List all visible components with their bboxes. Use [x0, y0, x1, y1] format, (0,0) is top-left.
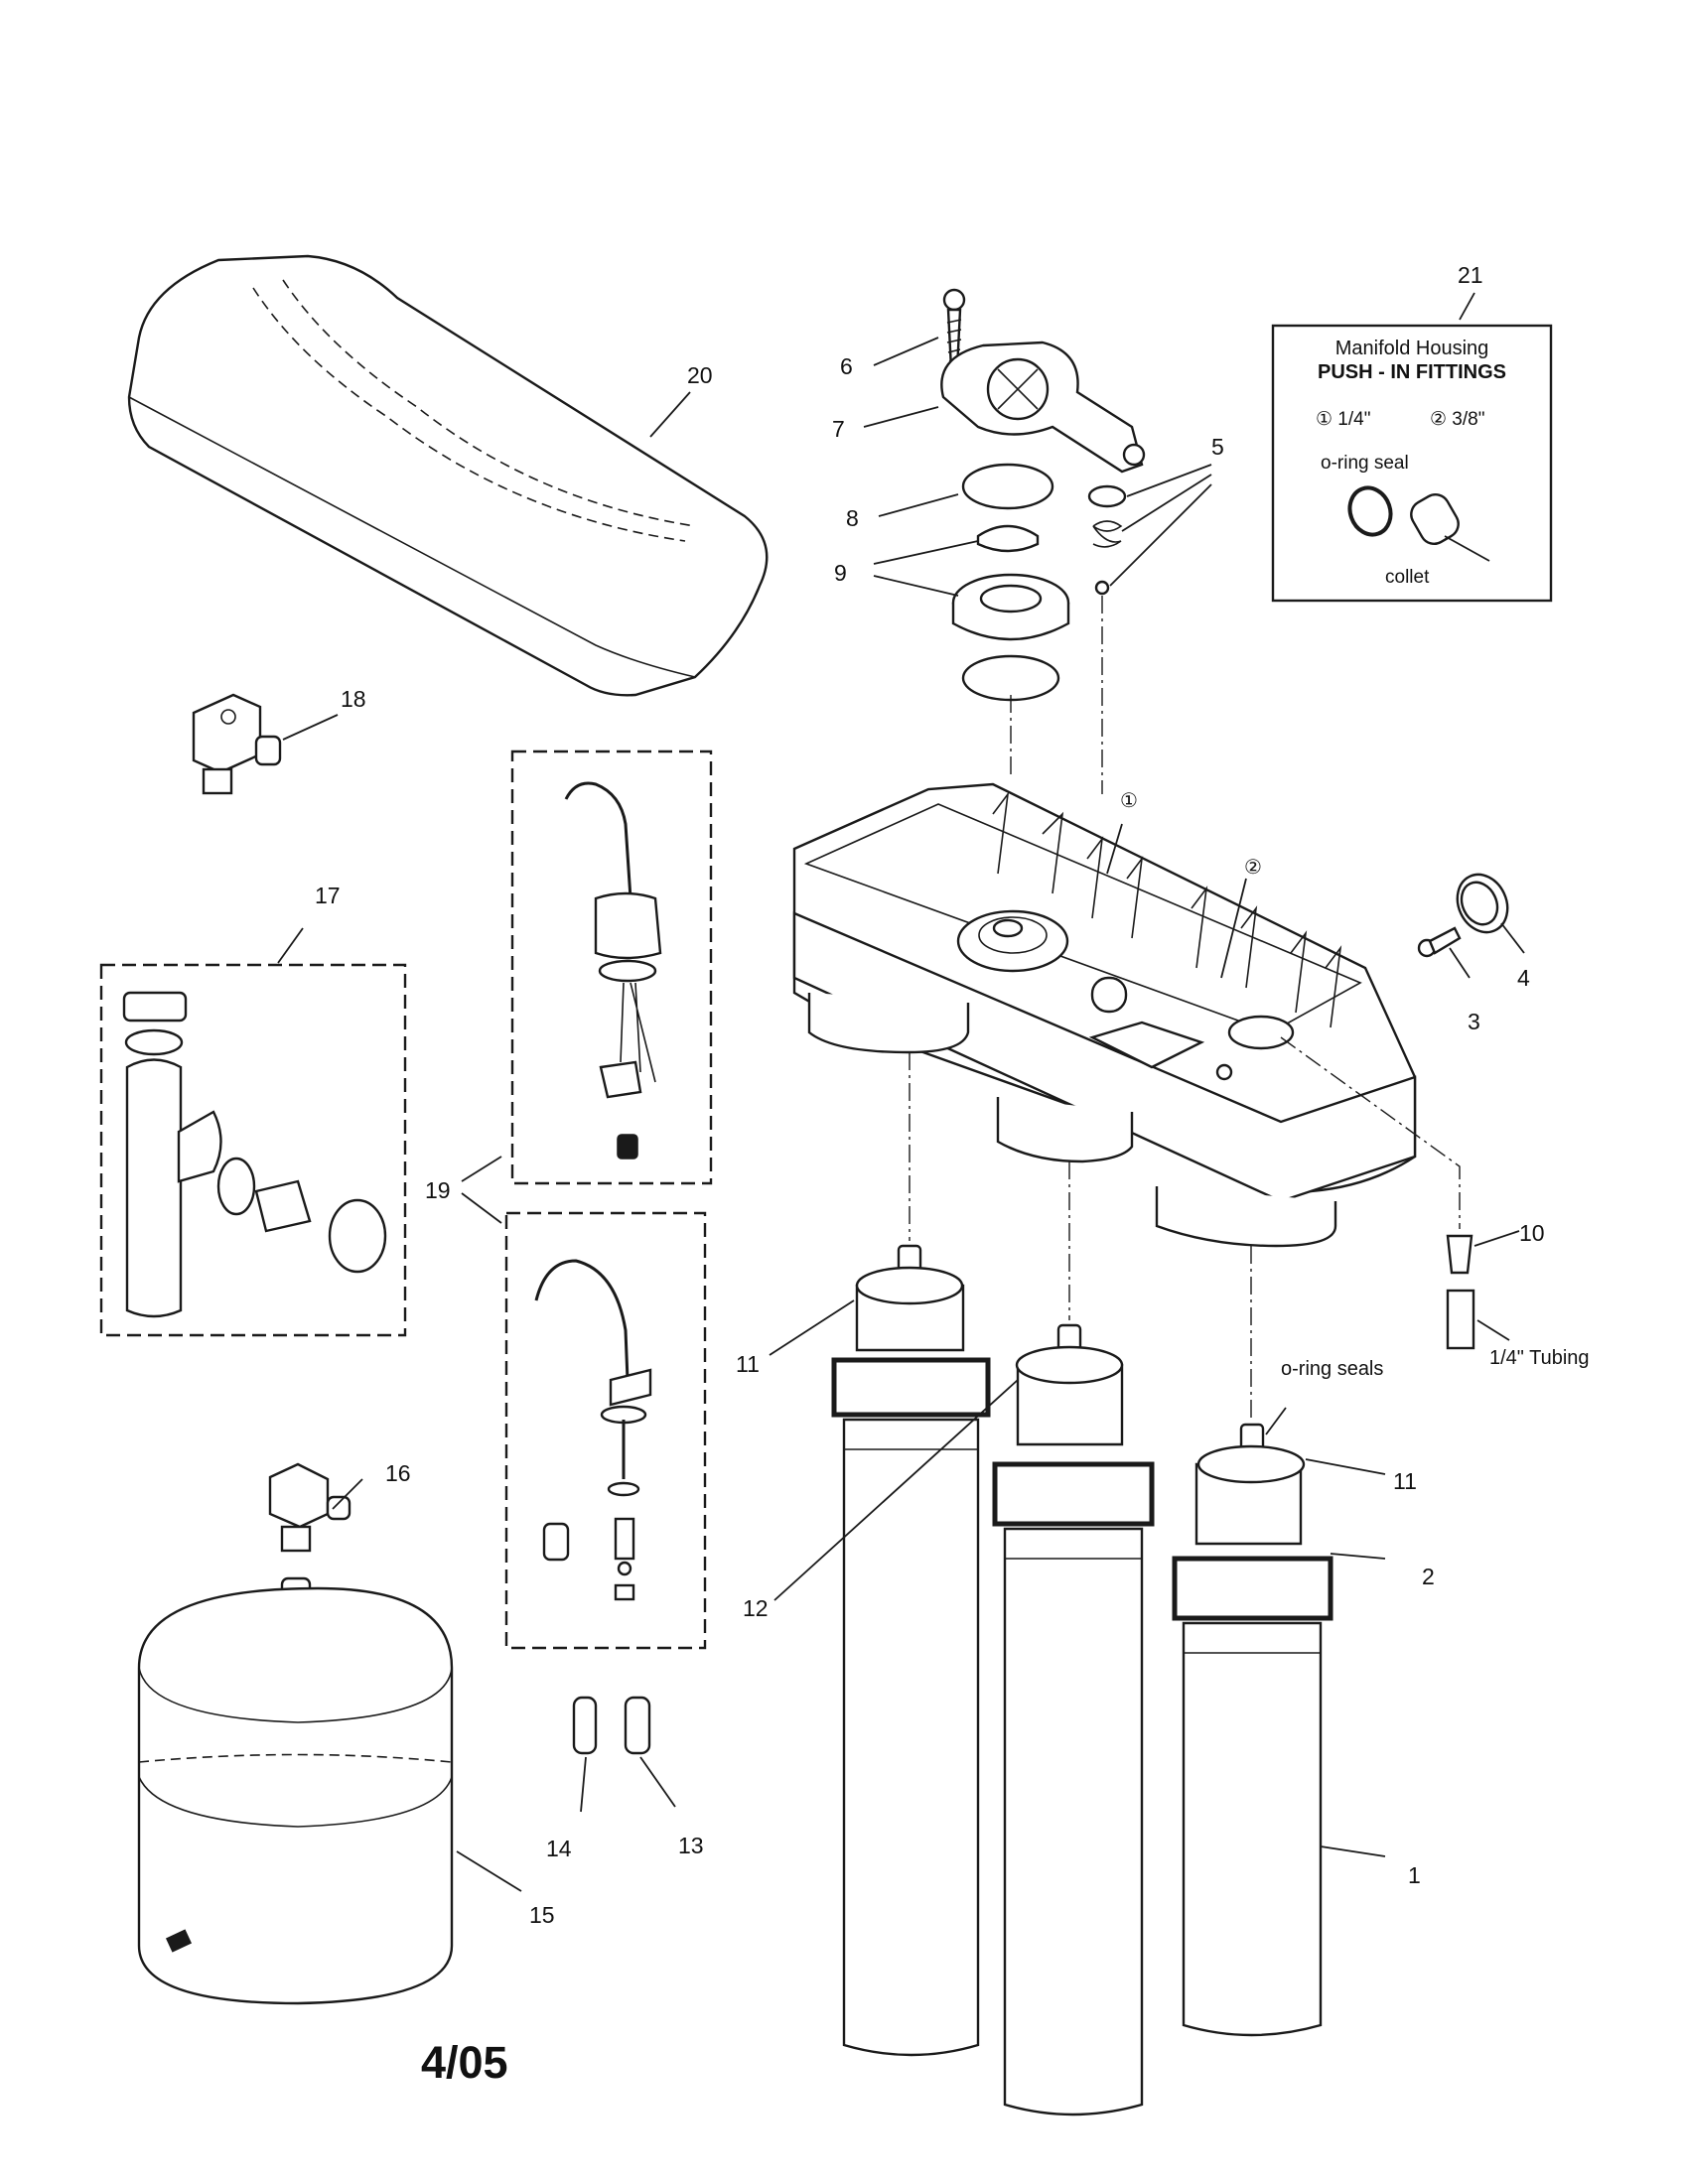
callout-11-right: 11: [1393, 1468, 1417, 1494]
fitting-part-13: [624, 1696, 651, 1755]
callout-19: 19: [425, 1177, 451, 1203]
cap-part-4: [1456, 873, 1509, 934]
collet-part-10: [1280, 1036, 1474, 1275]
marker-2: ②: [1244, 857, 1262, 879]
filter-cartridge-left: [831, 1244, 991, 2057]
callout-20: 20: [687, 362, 713, 388]
callout-6: 6: [840, 353, 853, 379]
leader-lines: [277, 292, 1525, 1892]
oring-seal-label: o-ring seal: [1321, 453, 1409, 474]
manifold-housing: [792, 782, 1417, 1248]
manifold-info-box: [1271, 324, 1553, 603]
manifold-box-title: Manifold Housing: [1335, 338, 1489, 359]
filter-cartridge-right: [1172, 1423, 1333, 2037]
callout-4: 4: [1517, 965, 1530, 991]
callout-12: 12: [743, 1595, 769, 1621]
callout-15: 15: [529, 1902, 555, 1928]
callout-11-left: 11: [736, 1351, 760, 1377]
valve-part-18: [192, 693, 282, 795]
manifold-box-text: Manifold Housing PUSH - IN FITTINGS ① 1/…: [1316, 338, 1506, 588]
callout-17: 17: [315, 883, 341, 908]
collet-label: collet: [1385, 567, 1430, 588]
tubing: [1446, 1289, 1475, 1350]
diaphragm-part-9: [951, 524, 1070, 702]
callout-9: 9: [834, 560, 847, 586]
revision-date: 4/05: [421, 2037, 508, 2088]
callout-13: 13: [678, 1833, 704, 1858]
callout-labels: 20 21 6 7 5 8 9 18 17 4 3 19 10 11 11 12…: [315, 262, 1590, 1928]
tubing-label: 1/4" Tubing: [1489, 1347, 1590, 1369]
faucet-kit-part-19-b: [504, 1211, 707, 1650]
callout-3: 3: [1468, 1009, 1480, 1034]
faucet-kit-part-19-a: [510, 750, 713, 1185]
callout-7: 7: [832, 416, 845, 442]
disc-part-8: [961, 463, 1054, 510]
callout-21: 21: [1458, 262, 1483, 288]
callout-18: 18: [341, 686, 366, 712]
drain-kit-part-17: [99, 963, 407, 1337]
callout-5: 5: [1211, 434, 1224, 460]
fitting-part-14: [572, 1696, 598, 1755]
screw-part-3: [1417, 926, 1462, 958]
filter-cartridge-middle: [992, 1323, 1155, 2116]
manifold-box-subtitle: PUSH - IN FITTINGS: [1318, 361, 1506, 383]
callout-10: 10: [1519, 1220, 1545, 1246]
storage-tank-part-15: [137, 1586, 454, 2005]
oring-seals-label: o-ring seals: [1281, 1358, 1383, 1380]
cover-part-20: [127, 254, 769, 697]
callout-16: 16: [385, 1460, 411, 1486]
seal-kit-part-5: [1087, 484, 1127, 596]
fitting-2-label: ② 3/8": [1430, 409, 1484, 430]
fitting-1-label: ① 1/4": [1316, 409, 1370, 430]
callout-14: 14: [546, 1836, 572, 1861]
marker-1: ①: [1120, 790, 1138, 812]
callout-1: 1: [1408, 1862, 1421, 1888]
callout-2: 2: [1422, 1564, 1435, 1589]
callout-8: 8: [846, 505, 859, 531]
cap-part-7: [940, 341, 1146, 474]
